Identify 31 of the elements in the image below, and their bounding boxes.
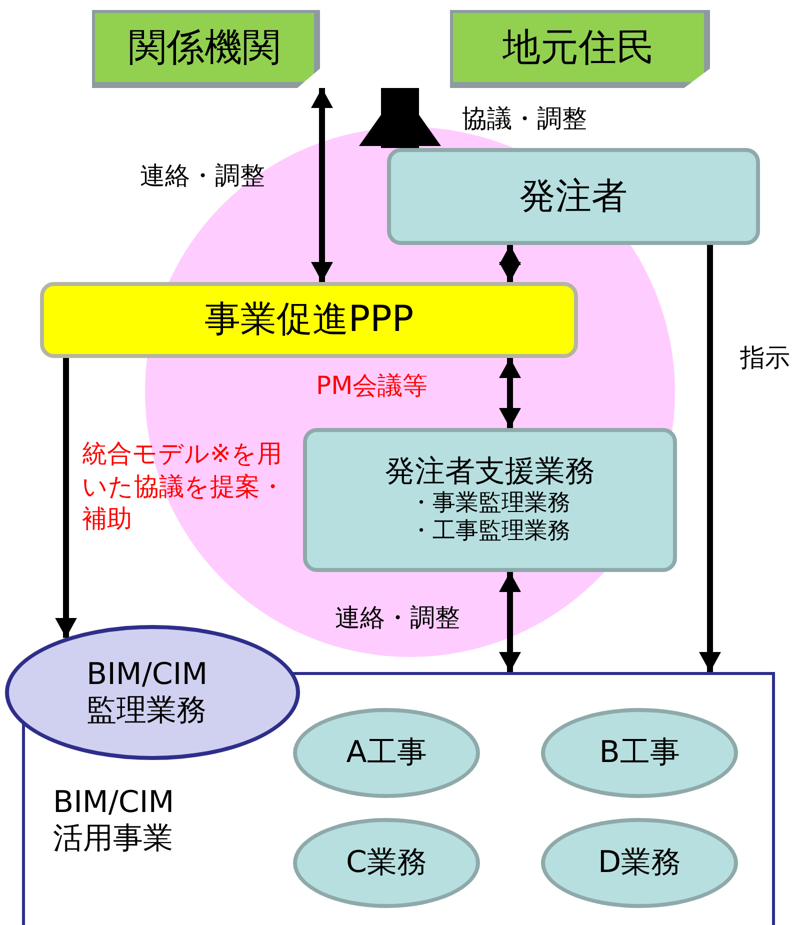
- arrow: [499, 245, 521, 282]
- edge-label: 協議・調整: [462, 103, 587, 135]
- node-label: D業務: [598, 845, 682, 881]
- edge-label: 連絡・調整: [140, 160, 265, 192]
- edge-label: 統合モデル※を用いた協議を提案・補助: [82, 438, 286, 535]
- node-label: 発注者支援業務: [385, 454, 595, 490]
- list-item: ・工事監理業務: [410, 518, 570, 546]
- process-box: [387, 148, 760, 245]
- node-label: A工事: [346, 735, 427, 771]
- node-label: B工事: [599, 735, 680, 771]
- node-label: C業務: [346, 845, 427, 881]
- note-box: [450, 10, 710, 88]
- arrow: [499, 358, 521, 428]
- arrow: [55, 358, 77, 638]
- edge-label: 連絡・調整: [335, 602, 460, 634]
- list-item: ・事業監理業務: [410, 490, 570, 518]
- node-label: 事業促進PPP: [204, 298, 414, 342]
- node-label: BIM/CIM監理業務: [86, 656, 209, 728]
- arrow: [699, 245, 721, 672]
- arrow: [311, 88, 333, 282]
- node-label: BIM/CIM活用事業: [53, 785, 176, 857]
- edge-label: PM会議等: [316, 370, 429, 402]
- node-label: 発注者: [520, 174, 628, 218]
- edge-label: 指示: [740, 342, 790, 374]
- process-box: [303, 428, 677, 572]
- note-box: [92, 10, 320, 88]
- arrow: [499, 572, 521, 672]
- node-label: 関係機関: [128, 24, 280, 70]
- thick-arrow: [359, 88, 441, 148]
- node-label: 地元住民: [502, 24, 654, 70]
- process-box: [40, 282, 578, 358]
